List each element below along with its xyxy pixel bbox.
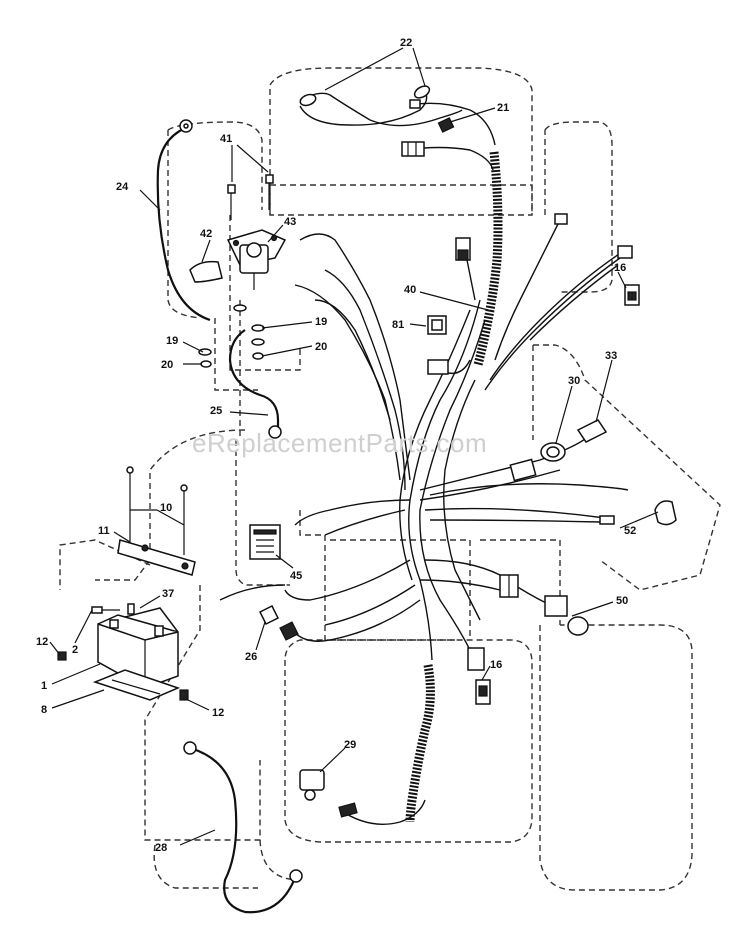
wire-loom-40 xyxy=(473,151,503,367)
connector-center xyxy=(499,574,519,598)
callout-45: 45 xyxy=(290,570,302,582)
switch-29 xyxy=(299,769,358,818)
callout-2: 2 xyxy=(72,644,78,656)
callout-30: 30 xyxy=(568,375,580,387)
connector-right-top xyxy=(554,213,633,259)
callout-11: 11 xyxy=(98,525,110,537)
switch-30 xyxy=(540,442,566,462)
lamp-52 xyxy=(599,500,677,526)
wire-loom-lower xyxy=(405,664,435,823)
callout-16-top: 16 xyxy=(614,262,626,274)
callout-10: 10 xyxy=(160,502,172,514)
callout-19-right: 19 xyxy=(315,316,327,328)
callout-37: 37 xyxy=(162,588,174,600)
callout-25: 25 xyxy=(210,405,222,417)
battery-tray-8 xyxy=(92,669,181,701)
connector-harness-right xyxy=(509,458,537,482)
solenoid-43 xyxy=(226,229,287,290)
callout-40: 40 xyxy=(404,284,416,296)
callout-26: 26 xyxy=(245,651,257,663)
washers-19-20 xyxy=(198,304,265,368)
switch-50 xyxy=(544,595,589,636)
callout-52: 52 xyxy=(624,525,636,537)
connector-left-upper xyxy=(455,237,471,261)
callout-20-left: 20 xyxy=(161,359,173,371)
callout-28: 28 xyxy=(155,842,167,854)
callout-12-right: 12 xyxy=(212,707,224,719)
callout-19-left: 19 xyxy=(166,335,178,347)
terminal-37 xyxy=(127,603,135,615)
terminal-ring-28 xyxy=(183,741,303,883)
battery-bracket-11 xyxy=(117,539,196,576)
wiring xyxy=(156,91,629,914)
callout-22: 22 xyxy=(400,37,412,49)
callout-29: 29 xyxy=(344,739,356,751)
callout-42: 42 xyxy=(200,228,212,240)
callout-21: 21 xyxy=(497,102,509,114)
hardware-12 xyxy=(57,651,189,701)
module-45 xyxy=(249,524,281,560)
terminal-ring-24 xyxy=(179,119,193,133)
terminal-ring-25 xyxy=(268,425,282,439)
headlight-socket-21 xyxy=(437,117,455,133)
battery-1 xyxy=(97,607,179,689)
battery-hold-down-10 xyxy=(126,466,188,555)
callout-8: 8 xyxy=(41,704,47,716)
switch-33 xyxy=(576,419,608,443)
connector-top xyxy=(401,141,425,157)
callout-50: 50 xyxy=(616,595,628,607)
leader-lines xyxy=(49,47,659,846)
callout-33: 33 xyxy=(605,350,617,362)
connector-16-bottom xyxy=(467,647,491,705)
ignition-switch-81 xyxy=(427,315,447,335)
callout-24: 24 xyxy=(116,181,129,193)
connector-mid xyxy=(427,359,449,375)
callout-1: 1 xyxy=(41,680,47,692)
callout-41: 41 xyxy=(220,133,232,145)
headlight-bulbs xyxy=(299,85,431,109)
watermark-text: eReplacementParts.com xyxy=(192,428,487,458)
tractor-outline xyxy=(59,67,721,891)
bolt-2 xyxy=(91,606,120,614)
callout-numbers: 22 21 24 41 42 43 40 16 81 19 19 20 20 3… xyxy=(36,37,636,854)
switch-16-top xyxy=(624,284,640,306)
bolts-41 xyxy=(227,174,274,220)
callout-12-left: 12 xyxy=(36,636,48,648)
callout-43: 43 xyxy=(284,216,296,228)
terminal-26 xyxy=(258,604,299,641)
callout-20-right: 20 xyxy=(315,341,327,353)
boot-42 xyxy=(189,260,223,283)
callout-81: 81 xyxy=(392,319,404,331)
callout-16-bottom: 16 xyxy=(490,659,502,671)
